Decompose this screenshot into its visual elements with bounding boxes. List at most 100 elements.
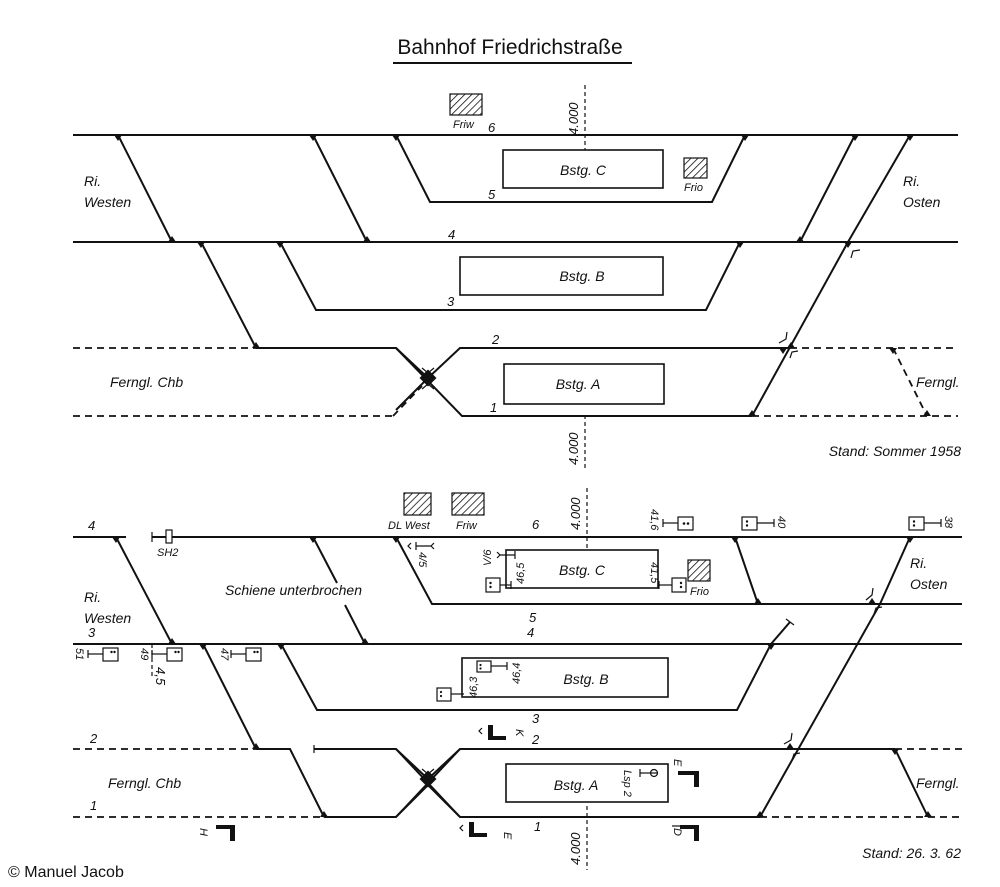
crossing-marks — [421, 768, 435, 791]
track-3 — [279, 241, 741, 311]
km-marker-top: 4.000 — [566, 102, 581, 135]
track-5 — [395, 134, 746, 203]
track-6-label: 6 — [532, 517, 540, 532]
signal-box-frio-label: Frio — [690, 586, 709, 598]
signal-40 — [741, 516, 775, 531]
shunt-sign-sh2 — [165, 529, 173, 544]
signal-49-label: 49 — [138, 648, 150, 660]
switch-points — [114, 135, 931, 416]
km-marker-bottom: 4.000 — [568, 832, 583, 865]
track-1a-label: 1 — [90, 798, 97, 813]
signal-k — [478, 725, 506, 740]
signal-lsp2 — [639, 768, 659, 778]
signal-h-label: H — [197, 828, 209, 836]
signal-d-label: D — [671, 828, 683, 836]
copyright: © Manuel Jacob — [8, 864, 124, 881]
signal-box-dl-west-label: DL West — [388, 520, 431, 532]
km-marker-top: 4.000 — [568, 497, 583, 530]
status-1958: Stand: Sommer 1958 — [829, 443, 962, 459]
crossover — [312, 134, 368, 243]
switch-points — [112, 537, 932, 817]
track-4-label: 4 — [448, 227, 455, 242]
crossover — [751, 241, 849, 417]
track-3-label: 3 — [447, 294, 455, 309]
signal-41-5-label: 41,5 — [648, 562, 660, 584]
signal-box-frio — [683, 157, 708, 179]
direction-west-line1: Ri. — [84, 589, 101, 605]
signal-49 — [151, 647, 183, 662]
ferngl-crossover-dashed — [892, 347, 928, 417]
track-3-label: 3 — [532, 711, 540, 726]
crossover — [115, 536, 173, 645]
ferngl-east-label: Ferngl. — [916, 775, 960, 791]
track-1-label: 1 — [490, 400, 497, 415]
signal-v6-label: V/6 — [482, 549, 494, 566]
track-3a-label: 3 — [88, 625, 96, 640]
signal-4-5-label: 4/5 — [416, 552, 428, 568]
shunt-sign-label: SH2 — [157, 547, 178, 559]
track-5-label: 5 — [488, 187, 496, 202]
platform-a-label: Bstg. A — [556, 376, 601, 392]
signal-47 — [230, 647, 262, 662]
platform-b-label: Bstg. B — [563, 671, 608, 687]
signal-h — [216, 825, 235, 841]
platform-c — [505, 549, 659, 589]
signal-46-4-label: 46,4 — [511, 663, 523, 684]
platform-c-label: Bstg. C — [560, 162, 607, 178]
derail-marks — [783, 587, 883, 761]
signal-e-low — [459, 822, 487, 837]
platform-c-label: Bstg. C — [559, 562, 606, 578]
crossover — [847, 134, 911, 243]
signal-box-friw-label: Friw — [453, 119, 475, 131]
direction-east-line2: Osten — [903, 194, 941, 210]
ferngl-chb-label: Ferngl. Chb — [110, 374, 183, 390]
signal-41-6-label: 41,6 — [648, 509, 660, 531]
crossover — [879, 536, 911, 605]
signal-box-dl-west — [403, 492, 432, 516]
direction-east-line1: Ri. — [903, 173, 920, 189]
signal-38-label: 38 — [942, 516, 954, 529]
crossover-2-1-west — [256, 748, 325, 818]
signal-51-label: 51 — [73, 648, 85, 660]
buffer-stop — [785, 618, 795, 626]
direction-east-line2: Osten — [910, 576, 948, 592]
signal-46-5-label: 46,5 — [515, 562, 527, 584]
direction-east-line1: Ri. — [910, 555, 927, 571]
signal-51 — [87, 647, 119, 662]
ferngl-east-label: Ferngl. — [916, 374, 960, 390]
signal-38 — [908, 516, 942, 531]
track-1 — [395, 347, 752, 417]
signal-41-6 — [662, 516, 694, 531]
track-4a-label: 4 — [88, 518, 95, 533]
rail-interrupted-label: Schiene unterbrochen — [225, 582, 362, 598]
direction-west-line2: Westen — [84, 194, 131, 210]
signal-e-high — [678, 771, 699, 787]
ferngl-crossover — [894, 748, 929, 818]
platform-a — [503, 363, 665, 405]
signal-box-friw — [449, 93, 483, 116]
platform-a — [505, 763, 669, 803]
track-1-connector-dashed — [392, 385, 423, 417]
status-1962: Stand: 26. 3. 62 — [862, 845, 961, 861]
signal-box-frio — [687, 559, 711, 582]
signal-box-friw — [451, 492, 485, 516]
signal-e-low-label: E — [501, 832, 513, 840]
stub-track-east — [770, 621, 791, 645]
track-5 — [395, 536, 962, 605]
track-3 — [280, 643, 772, 711]
track-1-label: 1 — [534, 819, 541, 834]
crossover-east-long — [759, 603, 881, 818]
track-1-cross — [395, 377, 429, 411]
page-title: Bahnhof Friedrichstraße — [397, 36, 622, 59]
signal-41-5 — [658, 577, 687, 593]
signal-46-3 — [436, 687, 464, 702]
platform-c — [502, 149, 664, 189]
track-4-label: 4 — [527, 625, 534, 640]
direction-west-line2: Westen — [84, 610, 131, 626]
crossover — [202, 643, 257, 750]
signal-47-label: 47 — [218, 648, 230, 661]
derail-marks — [778, 249, 861, 359]
signal-v6 — [496, 551, 516, 559]
crossover — [200, 241, 257, 349]
